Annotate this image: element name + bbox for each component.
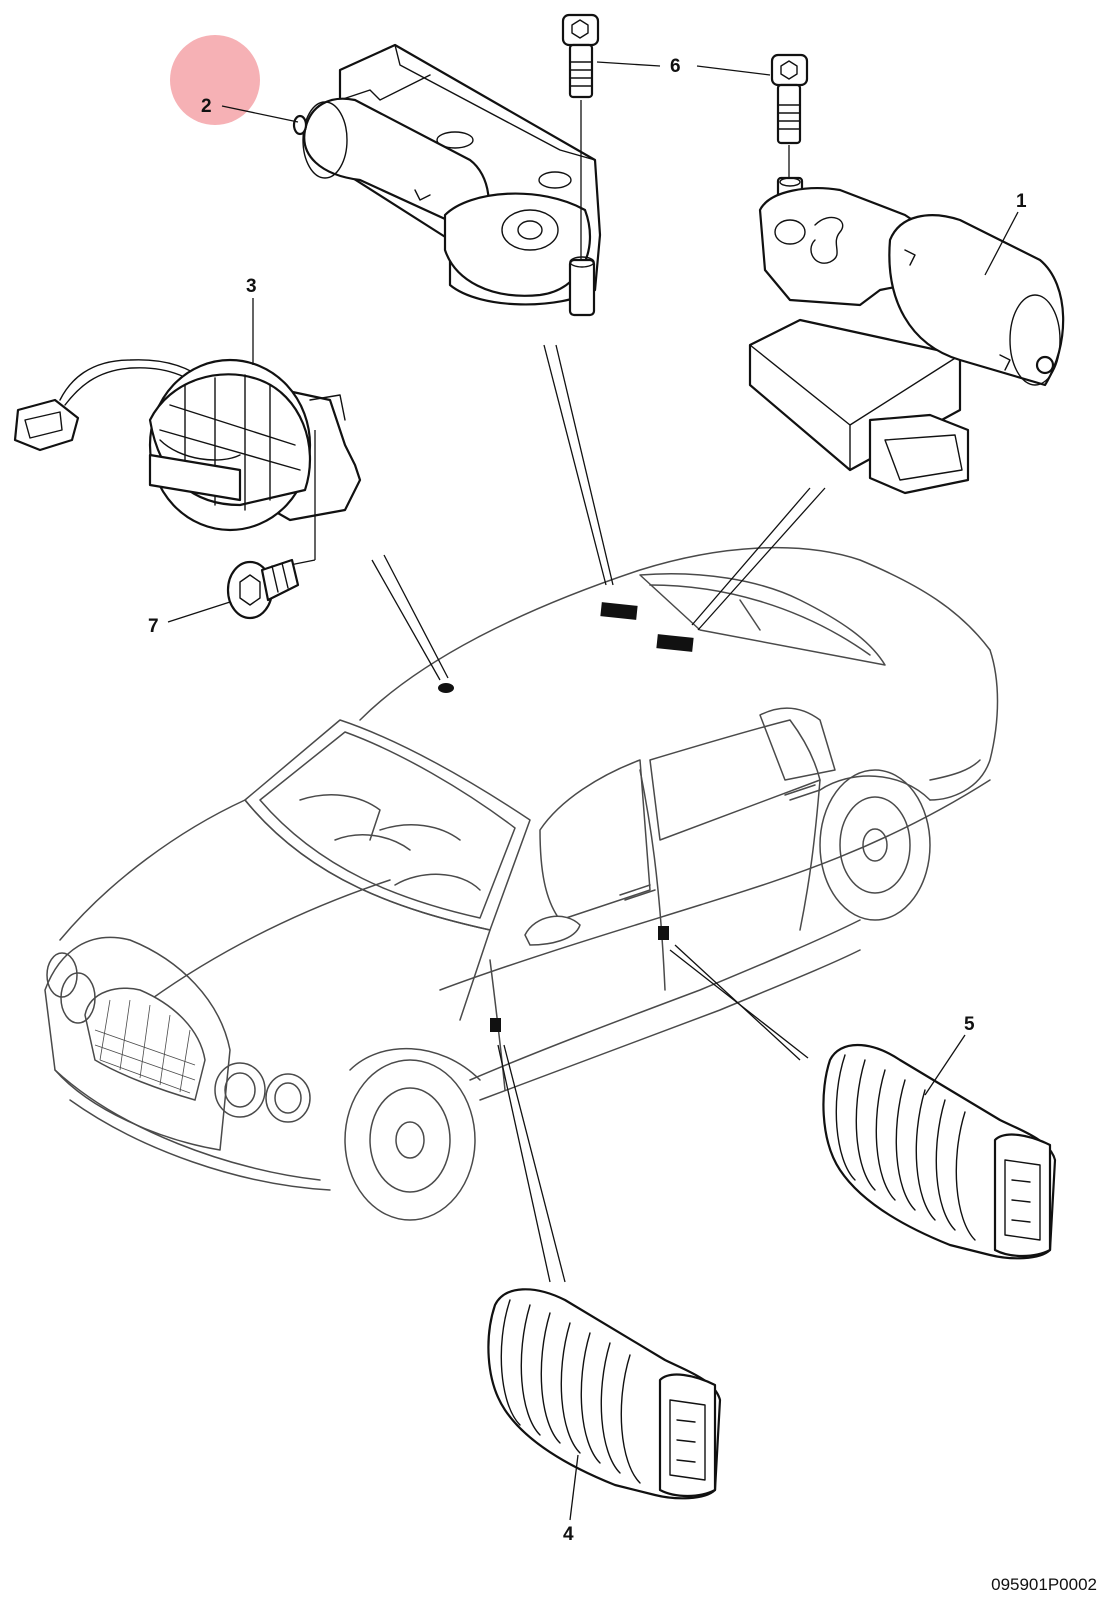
part-1-motor xyxy=(748,187,1065,495)
roof-marker-unit-3 xyxy=(438,683,454,693)
part-7-screw xyxy=(226,558,300,620)
roof-marker-motor-1 xyxy=(656,634,694,652)
callout-2: 2 xyxy=(201,96,212,117)
car-illustration xyxy=(44,546,999,1221)
callout-leaders xyxy=(167,61,1019,1521)
part-6-screw-left xyxy=(561,13,600,317)
callout-5: 5 xyxy=(964,1014,975,1035)
part-3-unit xyxy=(13,358,362,566)
part-4-hose xyxy=(487,1288,722,1500)
callout-1: 1 xyxy=(1016,191,1027,212)
callout-3: 3 xyxy=(246,276,257,297)
callout-4: 4 xyxy=(563,1524,574,1545)
roof-marker-motor-2 xyxy=(600,602,638,620)
diagram-reference-code: 095901P0002 xyxy=(991,1575,1097,1594)
grille-mesh xyxy=(94,999,196,1094)
part-6-screw-right xyxy=(770,53,809,206)
part-5-hose xyxy=(822,1043,1057,1260)
pointer-lines xyxy=(371,344,826,1283)
callout-6: 6 xyxy=(670,56,681,77)
door-marker-rear xyxy=(658,926,669,940)
callout-7: 7 xyxy=(148,616,159,637)
callout-2-highlight xyxy=(170,35,260,125)
part-2-motor xyxy=(292,43,602,306)
door-marker-front xyxy=(490,1018,501,1032)
